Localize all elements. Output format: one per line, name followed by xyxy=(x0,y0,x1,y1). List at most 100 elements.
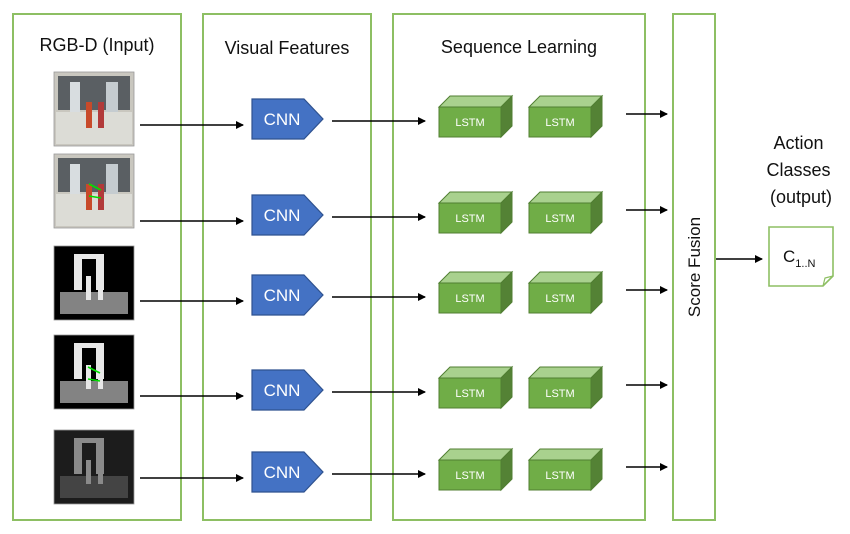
thumbnail-door xyxy=(70,164,80,194)
output-class-label: C1..N xyxy=(783,247,816,270)
lstm-block: LSTM xyxy=(437,447,514,492)
lstm-block-front xyxy=(528,282,592,314)
cnn-block xyxy=(251,369,324,411)
lstm-block-top xyxy=(527,191,604,204)
thumbnail-frame xyxy=(74,254,104,259)
lstm-block: LSTM xyxy=(437,94,514,139)
lstm-block-front xyxy=(528,377,592,409)
lstm-block: LSTM xyxy=(527,365,604,410)
streams: CNN LSTM LSTM CNN LSTM LSTM CNN LSTM LSTM CNN LSTM… xyxy=(53,71,668,505)
cnn-block xyxy=(251,98,324,140)
lstm-block-front xyxy=(438,282,502,314)
thumbnail-person xyxy=(98,184,104,210)
thumbnail-skeleton xyxy=(87,366,101,382)
input-panel xyxy=(12,13,182,521)
stream-row-depth-skeleton: CNN LSTM LSTM xyxy=(53,334,668,411)
lstm-block: LSTM xyxy=(527,94,604,139)
thumbnail-person xyxy=(98,276,103,300)
thumbnail-door xyxy=(70,82,80,112)
cnn-label: CNN xyxy=(264,381,301,400)
lstm-block-top xyxy=(437,95,514,108)
thumbnail-door xyxy=(74,254,82,290)
thumbnail-door xyxy=(96,438,104,474)
lstm-label: LSTM xyxy=(455,388,484,400)
thumbnail-frame xyxy=(74,438,104,443)
lstm-label: LSTM xyxy=(545,293,574,305)
thumbnail-person xyxy=(86,276,91,300)
sequence-learning-title: Sequence Learning xyxy=(441,37,597,57)
cnn-block xyxy=(251,194,324,236)
lstm-block-front xyxy=(528,106,592,138)
thumbnail-door xyxy=(106,82,118,112)
cnn-block xyxy=(251,451,324,493)
lstm-label: LSTM xyxy=(545,388,574,400)
output-heading-line-2: Classes xyxy=(766,160,830,180)
input-title: RGB-D (Input) xyxy=(39,35,154,55)
lstm-block: LSTM xyxy=(437,365,514,410)
output-heading-line-3: (output) xyxy=(770,187,832,207)
lstm-block: LSTM xyxy=(527,190,604,235)
thumbnail-door xyxy=(96,254,104,290)
visual-features-panel xyxy=(202,13,372,521)
lstm-block: LSTM xyxy=(527,270,604,315)
lstm-block-top xyxy=(527,366,604,379)
lstm-label: LSTM xyxy=(455,213,484,225)
cnn-block xyxy=(251,274,324,316)
output-class-symbol: C xyxy=(783,247,795,266)
thumbnail-person xyxy=(98,460,103,484)
thumbnail-door xyxy=(106,164,118,194)
thumbnail-floor xyxy=(60,292,128,314)
lstm-block-top xyxy=(437,191,514,204)
cnn-label: CNN xyxy=(264,463,301,482)
lstm-block-top xyxy=(527,95,604,108)
lstm-block-front xyxy=(438,459,502,491)
thumbnail-person xyxy=(98,365,103,389)
score-fusion-panel xyxy=(672,13,716,521)
output-heading: Action Classes (output) xyxy=(766,133,835,207)
cnn-label: CNN xyxy=(264,206,301,225)
output-class-box-fold xyxy=(822,275,834,287)
visual-features-title: Visual Features xyxy=(225,38,350,58)
score-fusion-label: Score Fusion xyxy=(685,217,704,317)
lstm-block: LSTM xyxy=(437,190,514,235)
sequence-learning-panel xyxy=(392,13,646,521)
stream-row-rgb-skeleton: CNN LSTM LSTM xyxy=(53,153,668,236)
lstm-block-front xyxy=(438,202,502,234)
thumbnail-person xyxy=(86,184,92,210)
lstm-block-front xyxy=(528,202,592,234)
lstm-block-top xyxy=(527,448,604,461)
thumbnail-frame xyxy=(74,343,104,348)
thumbnail-door xyxy=(96,343,104,379)
lstm-label: LSTM xyxy=(545,213,574,225)
output-class-subscript: 1..N xyxy=(795,258,815,270)
thumbnail-floor xyxy=(60,476,128,498)
lstm-label: LSTM xyxy=(455,293,484,305)
output-class-box xyxy=(768,226,834,287)
lstm-label: LSTM xyxy=(545,117,574,129)
thumbnail-person xyxy=(86,365,91,389)
lstm-block-top xyxy=(437,366,514,379)
lstm-block-top xyxy=(437,448,514,461)
cnn-label: CNN xyxy=(264,110,301,129)
lstm-label: LSTM xyxy=(545,470,574,482)
thumbnail-floor xyxy=(56,112,132,144)
lstm-block: LSTM xyxy=(527,447,604,492)
lstm-block-top xyxy=(527,271,604,284)
lstm-block-top xyxy=(437,271,514,284)
lstm-block-front xyxy=(438,106,502,138)
thumbnail-floor xyxy=(60,381,128,403)
lstm-block-front xyxy=(528,459,592,491)
thumbnail-door xyxy=(74,438,82,474)
thumbnail-person xyxy=(86,460,91,484)
thumbnail-wall xyxy=(58,76,130,110)
thumbnail-person xyxy=(86,102,92,128)
stream-row-rgb: CNN LSTM LSTM xyxy=(53,71,668,147)
lstm-block-front xyxy=(438,377,502,409)
thumbnail-door xyxy=(74,343,82,379)
thumbnail-floor xyxy=(56,194,132,226)
thumbnail-person xyxy=(98,102,104,128)
thumbnail-skeleton xyxy=(88,183,102,199)
lstm-label: LSTM xyxy=(455,117,484,129)
